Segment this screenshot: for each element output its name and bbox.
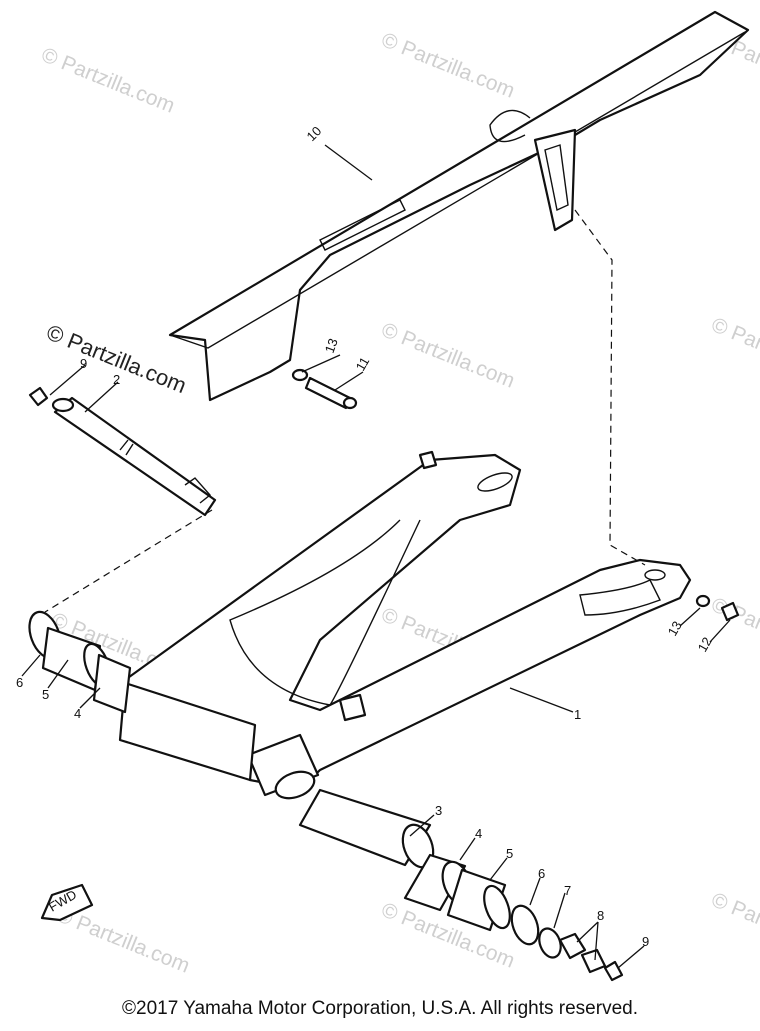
callout-5-right: 5	[506, 846, 513, 861]
callout-4: 4	[74, 706, 81, 721]
watermark: © Partzilla.com	[38, 43, 178, 117]
callout-9-right: 9	[642, 934, 649, 949]
watermark: © Partzilla.com	[708, 888, 760, 962]
callout-3: 3	[435, 803, 442, 818]
callout-2: 2	[113, 372, 120, 387]
callout-9: 9	[80, 356, 87, 371]
left-bushings	[28, 610, 132, 714]
watermark: © Partzilla.com	[378, 28, 518, 102]
callout-12: 12	[695, 634, 715, 654]
callout-11: 11	[353, 354, 373, 373]
callout-5: 5	[42, 687, 49, 702]
watermark: © Partzilla.com	[708, 313, 760, 387]
callout-labels: 10 13 11 9 2 6 5 4 1 13 12 3 4 5 6 7 8 9	[16, 123, 715, 949]
callout-13: 13	[322, 336, 341, 355]
fwd-arrow: FWD	[40, 883, 94, 922]
callout-10: 10	[304, 123, 325, 144]
callout-7: 7	[564, 883, 571, 898]
swingarm	[118, 450, 692, 800]
callout-1: 1	[574, 707, 581, 722]
chain-case	[168, 10, 750, 402]
pivot-shaft	[28, 386, 217, 517]
callout-4-right: 4	[475, 826, 482, 841]
chain-case-hardware	[291, 368, 740, 622]
assembly-lines	[44, 209, 646, 613]
leader-lines	[21, 144, 731, 969]
copyright-notice: ©2017 Yamaha Motor Corporation, U.S.A. A…	[122, 998, 638, 1019]
right-bushings	[298, 788, 624, 982]
callout-8: 8	[597, 908, 604, 923]
callout-6-right: 6	[538, 866, 545, 881]
callout-6: 6	[16, 675, 23, 690]
callout-13-right: 13	[665, 618, 685, 638]
watermark: © Partzilla.com	[378, 318, 518, 392]
